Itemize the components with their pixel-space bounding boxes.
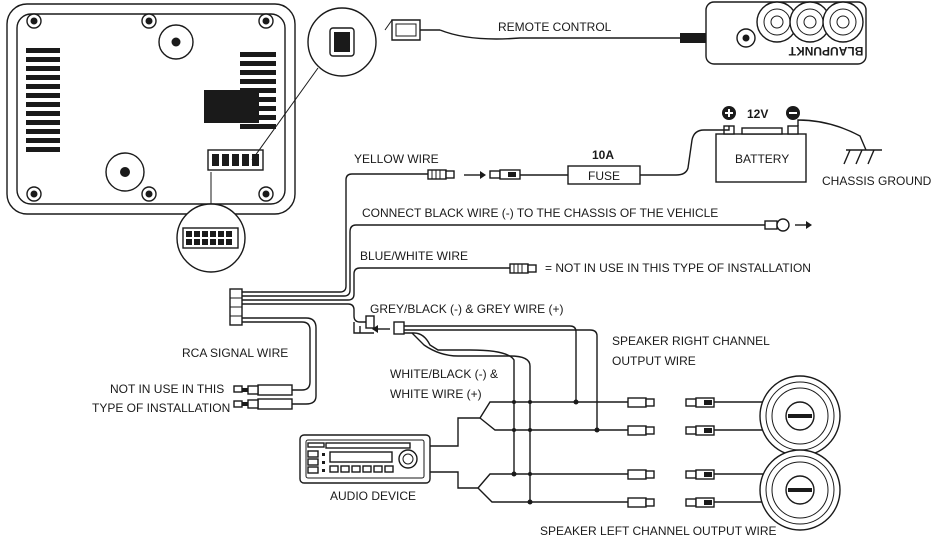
audio-output-wires	[430, 399, 628, 505]
rca-plugs	[233, 384, 293, 410]
minus-circle-icon	[786, 106, 800, 120]
audio-device	[299, 434, 431, 484]
battery-voltage-label: 12V	[747, 107, 768, 121]
rca-not-in-use-label-1: NOT IN USE IN THIS	[110, 382, 224, 396]
blue-white-wire-label: BLUE/WHITE WIRE	[360, 249, 468, 263]
fuse-rating-label: 10A	[592, 148, 614, 162]
amplifier-unit	[6, 3, 377, 273]
audio-device-label: AUDIO DEVICE	[330, 489, 416, 503]
grey-wire-adapter	[353, 315, 405, 335]
grey-wire-label: GREY/BLACK (-) & GREY WIRE (+)	[370, 302, 563, 316]
yellow-wire-connector	[427, 169, 521, 180]
yellow-wire-label: YELLOW WIRE	[354, 152, 439, 166]
white-wire-label-2: WHITE WIRE (+)	[390, 387, 482, 401]
rca-signal-wire-label: RCA SIGNAL WIRE	[182, 346, 288, 360]
speaker-right-label-2: OUTPUT WIRE	[612, 354, 696, 368]
speaker-right-label-1: SPEAKER RIGHT CHANNEL	[612, 334, 770, 348]
speaker-left	[759, 449, 841, 531]
ring-terminal	[764, 218, 812, 232]
battery-label: BATTERY	[735, 152, 789, 166]
white-wire-label-1: WHITE/BLACK (-) &	[390, 367, 498, 381]
remote-control: BLAUPUNKT	[384, 1, 867, 65]
plus-circle-icon	[722, 106, 736, 120]
ground-symbol	[843, 149, 882, 165]
black-wire-label: CONNECT BLACK WIRE (-) TO THE CHASSIS OF…	[362, 206, 718, 220]
not-in-use-blue-label: = NOT IN USE IN THIS TYPE OF INSTALLATIO…	[545, 261, 811, 275]
screw-icon	[26, 13, 274, 202]
blue-white-connector	[509, 263, 537, 274]
speaker-connectors	[627, 397, 770, 508]
remote-control-label: REMOTE CONTROL	[498, 20, 612, 34]
fuse-label: FUSE	[588, 169, 620, 183]
speaker-left-label: SPEAKER LEFT CHANNEL OUTPUT WIRE	[540, 524, 777, 538]
remote-brand-logo: BLAUPUNKT	[788, 44, 863, 58]
rca-not-in-use-label-2: TYPE OF INSTALLATION	[92, 401, 230, 415]
speaker-right	[759, 375, 841, 457]
chassis-ground-label: CHASSIS GROUND	[822, 174, 932, 188]
wire-harness	[229, 173, 765, 405]
